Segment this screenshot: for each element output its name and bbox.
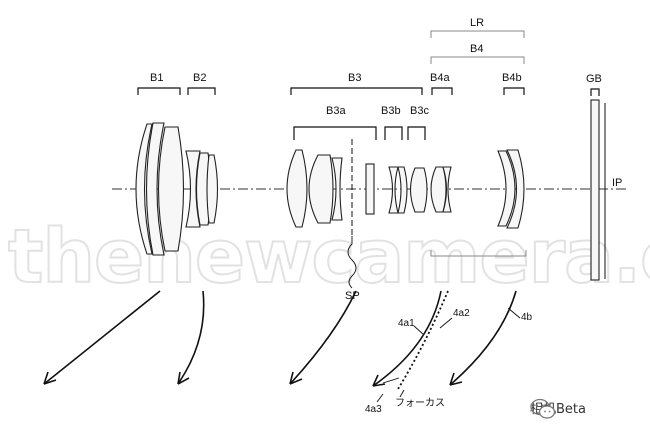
bracket-b3a <box>293 126 377 140</box>
leader-4a3 <box>376 393 384 403</box>
bracket-b4a <box>431 87 453 95</box>
bracket-b2 <box>187 87 216 95</box>
label-b3: B3 <box>348 72 361 84</box>
label-lr: LR <box>470 17 484 29</box>
label-b4b: B4b <box>502 72 522 84</box>
lens-group-b4b <box>497 149 525 229</box>
label-b3c: B3c <box>410 105 429 117</box>
label-b1: B1 <box>150 72 163 84</box>
label-gb: GB <box>586 73 602 85</box>
lens-group-b2 <box>185 150 219 228</box>
glass-block-gb <box>590 99 606 281</box>
bracket-b4b <box>503 87 525 95</box>
lens-group-b4a <box>430 166 452 213</box>
bracket-b3 <box>290 87 423 95</box>
label-b4: B4 <box>470 43 483 55</box>
bracket-b3c <box>407 126 426 140</box>
label-4b: 4b <box>521 312 533 323</box>
label-4a2: 4a2 <box>453 308 470 319</box>
label-b2: B2 <box>193 72 206 84</box>
bracket-gb <box>590 88 600 96</box>
brand-badge: 相机Beta <box>530 398 586 419</box>
label-sp: SP <box>345 290 360 302</box>
bracket-b4-lower <box>430 250 527 257</box>
label-focus: フォーカス <box>395 397 445 409</box>
label-4a3: 4a3 <box>365 404 382 415</box>
trajectory-4a2 <box>397 290 449 390</box>
trajectory-b2 <box>177 290 205 385</box>
label-4a1: 4a1 <box>398 318 415 329</box>
bracket-b4 <box>430 56 525 64</box>
bracket-b1 <box>137 87 181 95</box>
wechat-icon <box>530 398 556 419</box>
stop-leader <box>347 236 357 289</box>
leader-4a1 <box>413 325 424 335</box>
label-ip: IP <box>612 177 622 189</box>
lens-group-b3 <box>365 163 428 215</box>
trajectory-4a1 <box>372 290 442 387</box>
label-b3a: B3a <box>326 105 346 117</box>
leader-4a2 <box>439 317 453 329</box>
label-b4a: B4a <box>430 72 450 84</box>
trajectory-4b <box>449 290 517 386</box>
lens-group-b3a <box>286 149 343 228</box>
trajectory-b3 <box>289 290 357 385</box>
leader-focus <box>399 389 405 398</box>
trajectory-b1 <box>43 290 161 385</box>
lens-group-b1 <box>135 122 185 256</box>
bracket-b3b <box>384 126 403 140</box>
bracket-lr <box>430 30 525 38</box>
label-b3b: B3b <box>381 105 401 117</box>
leader-4b <box>507 307 521 319</box>
trajectory-4a3 <box>382 377 400 384</box>
watermark: thenewcamera.com <box>8 214 650 300</box>
